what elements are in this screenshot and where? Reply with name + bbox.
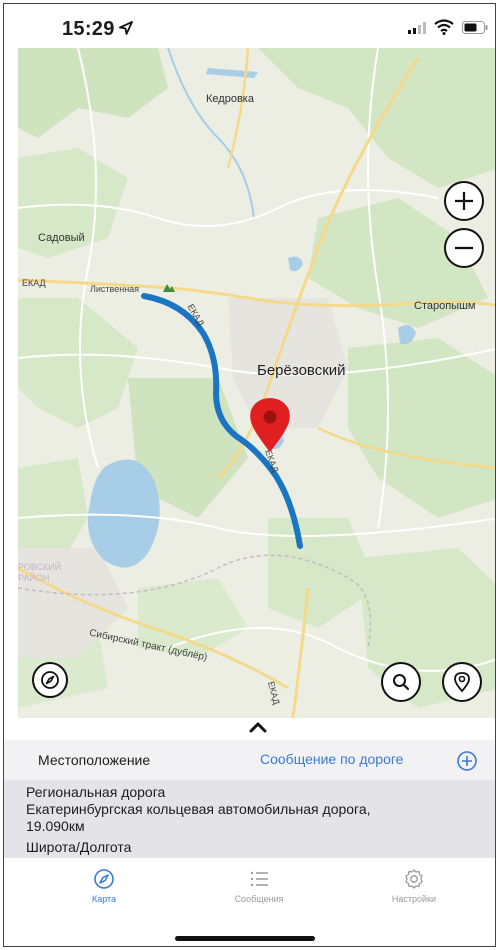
map-label-ekad-1: ЕКАД	[22, 278, 46, 288]
location-pin-icon[interactable]	[248, 398, 292, 454]
map-label-sadovy: Садовый	[38, 232, 85, 244]
route-line	[141, 293, 303, 549]
battery-icon	[462, 21, 488, 34]
road-distance: 19.090км	[26, 818, 85, 834]
park-icon	[163, 284, 175, 292]
my-location-button[interactable]	[442, 662, 482, 702]
map-label-listvennaya: Лиственная	[90, 284, 140, 294]
tab-map-label: Карта	[91, 894, 117, 904]
location-arrow-icon	[119, 21, 133, 35]
map-label-berezovsky: Берёзовский	[257, 362, 346, 379]
plus-icon	[455, 192, 473, 210]
tab-messages-label: Сообщения	[234, 894, 284, 904]
search-icon	[393, 674, 410, 691]
map-base	[18, 48, 495, 718]
latlon-label: Широта/Долгота	[26, 839, 132, 855]
road-message-link[interactable]: Сообщение по дороге	[260, 751, 404, 767]
tab-bar: Карта Сообщения Настройки	[4, 858, 495, 946]
zoom-in-button[interactable]	[444, 181, 484, 221]
map-marker-icon	[454, 672, 470, 693]
status-bar: 15:29	[4, 4, 495, 48]
map-label-district: РОВСКИЙ РАЙОН	[18, 562, 62, 583]
search-button[interactable]	[381, 662, 421, 702]
bottom-sheet: Местоположение Сообщение по дороге Регио…	[4, 718, 495, 946]
tab-settings[interactable]: Настройки	[354, 868, 474, 904]
zoom-out-button[interactable]	[444, 228, 484, 268]
chevron-up-icon[interactable]	[248, 721, 268, 733]
compass-icon	[41, 671, 59, 689]
phone-screen: 15:29	[3, 3, 496, 947]
location-info: Региональная дорога Екатеринбургская кол…	[4, 780, 495, 858]
road-type: Региональная дорога	[26, 784, 166, 800]
map-label-staropyshm: Старопышм	[414, 300, 476, 312]
compass-button[interactable]	[32, 662, 68, 698]
home-indicator	[175, 936, 315, 941]
add-message-icon[interactable]	[456, 750, 478, 772]
minus-icon	[455, 246, 473, 250]
list-icon	[250, 871, 268, 887]
status-time: 15:29	[62, 18, 115, 40]
map-view[interactable]: Кедровка Садовый Старопышм Берёзовский Л…	[18, 48, 495, 718]
location-title: Местоположение	[38, 752, 151, 768]
map-label-kedrovka: Кедровка	[206, 93, 254, 105]
tab-map[interactable]: Карта	[44, 868, 164, 904]
compass-icon	[94, 869, 114, 889]
wifi-icon	[434, 19, 454, 35]
gear-icon	[405, 869, 423, 889]
tab-messages[interactable]: Сообщения	[199, 868, 319, 904]
cellular-signal-icon	[408, 22, 426, 34]
tab-settings-label: Настройки	[391, 894, 437, 904]
sheet-header: Местоположение Сообщение по дороге	[4, 740, 495, 780]
road-name: Екатеринбургская кольцевая автомобильная…	[26, 801, 371, 817]
